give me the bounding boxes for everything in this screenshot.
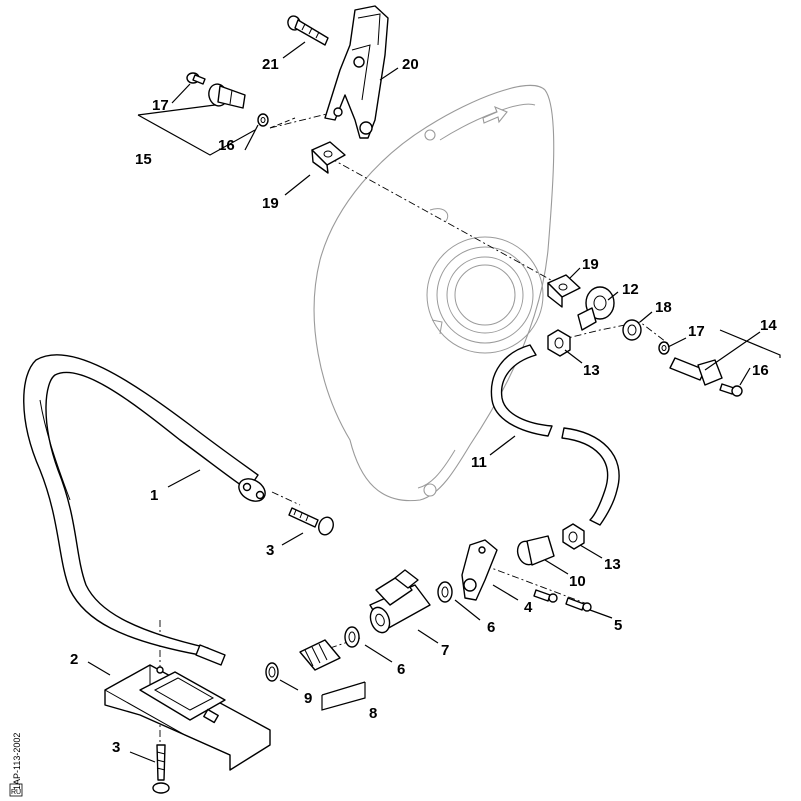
- washer-6-right: [437, 581, 453, 603]
- bolt-21: [287, 15, 329, 46]
- water-valve: [369, 569, 431, 634]
- washer-6-left: [344, 626, 360, 648]
- leader-lines: [87, 41, 781, 763]
- screw-5: [565, 597, 592, 612]
- label-part-7: 7: [441, 642, 449, 659]
- label-part-12: 12: [622, 281, 639, 298]
- tensioner-bracket-20: [324, 5, 389, 139]
- part-labels: 1 2 3 3 4 5 6 6 7 8 9 10 11 12 13 13 14 …: [70, 56, 777, 756]
- connector-8: [299, 639, 341, 671]
- label-part-2: 2: [70, 651, 78, 668]
- washer-18: [622, 319, 642, 341]
- hose-nipple-10: [516, 535, 555, 566]
- label-part-20: 20: [402, 56, 419, 73]
- housing-flange-ring: [426, 236, 544, 354]
- label-part-11: 11: [471, 454, 487, 471]
- banjo-fitting-12: [577, 286, 615, 331]
- water-hose-11: [490, 344, 620, 526]
- label-part-18: 18: [655, 299, 672, 316]
- screw-4: [533, 589, 558, 603]
- label-part-13-upper: 13: [583, 362, 600, 379]
- label-part-4: 4: [524, 599, 533, 616]
- label-part-17-upper: 17: [152, 97, 169, 114]
- banjo-bolt-14: [669, 357, 723, 386]
- label-part-19-right: 19: [582, 256, 599, 273]
- washer-17-right: [658, 341, 670, 355]
- label-part-16-right: 16: [752, 362, 769, 379]
- label-part-15: 15: [135, 151, 152, 168]
- screw-16-right: [719, 383, 743, 397]
- label-part-19-upper: 19: [262, 195, 279, 212]
- drawing-code: 1AP-113-2002: [12, 733, 22, 790]
- label-part-13-lower: 13: [604, 556, 621, 573]
- screw-17-upper: [186, 72, 206, 85]
- label-part-10: 10: [569, 573, 586, 590]
- o-ring-9: [265, 662, 279, 682]
- nut-13-lower: [562, 523, 585, 550]
- drawing-box-code: RU: [11, 789, 21, 796]
- label-part-1: 1: [150, 487, 158, 504]
- screw-3-lower: [152, 744, 170, 794]
- label-part-21: 21: [262, 56, 279, 73]
- label-part-3-upper: 3: [266, 542, 274, 559]
- side-code-block: 1AP-113-2002 RU: [9, 733, 23, 797]
- square-nut-19-right: [547, 274, 581, 308]
- label-part-14: 14: [760, 317, 777, 334]
- label-part-16-upper: 16: [218, 137, 235, 154]
- label-part-5: 5: [614, 617, 622, 634]
- handle-bar: [23, 354, 266, 666]
- label-part-6-right: 6: [487, 619, 495, 636]
- square-nut-19-upper: [311, 141, 346, 174]
- label-part-6-left: 6: [397, 661, 405, 678]
- valve-bracket: [461, 539, 498, 601]
- cutter-housing-outline: [313, 85, 555, 502]
- nut-13-upper: [547, 329, 571, 357]
- label-part-9: 9: [304, 690, 312, 707]
- mount-bracket: [104, 664, 271, 771]
- label-part-3-lower: 3: [112, 739, 120, 756]
- direction-arrow-icon: [482, 105, 508, 124]
- screw-3-upper: [288, 507, 334, 536]
- label-part-17-right: 17: [688, 323, 705, 340]
- washer-16-upper: [257, 113, 269, 127]
- bolt-15: [208, 83, 246, 109]
- label-part-8: 8: [369, 705, 377, 722]
